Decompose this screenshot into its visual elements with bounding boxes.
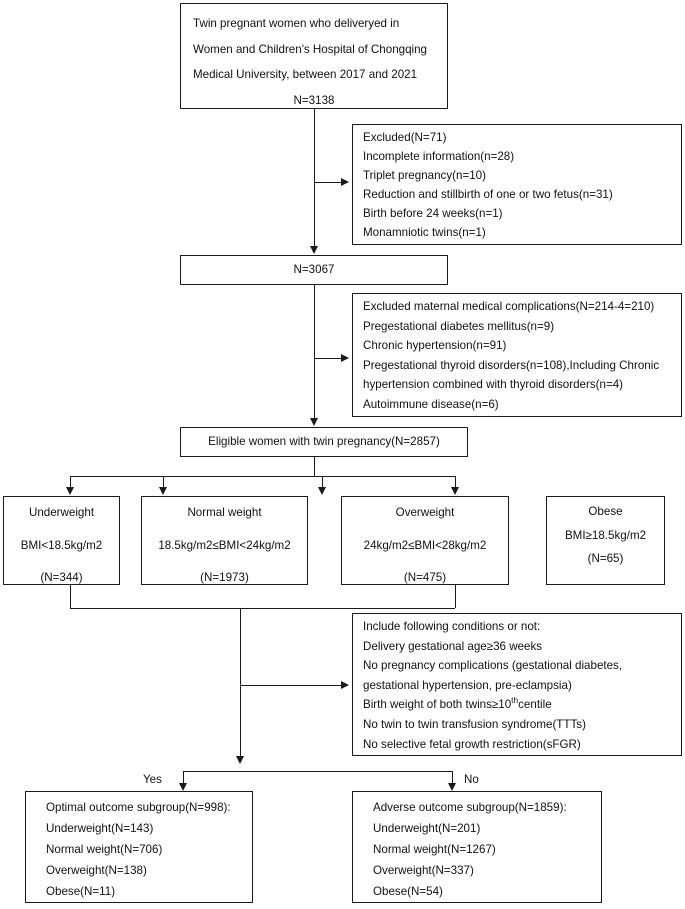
- connector-to-normal-weight: [163, 476, 164, 487]
- conditions-line-5-after: centile: [518, 698, 552, 712]
- connector-bmi-merge-bar: [70, 608, 455, 609]
- conditions-line-3: No pregnancy complications (gestational …: [363, 659, 623, 673]
- adverse-outcome-line-2: Underweight(N=201): [373, 822, 481, 836]
- node-bmi-group-obese: Obese BMI≥18.5kg/m2 (N=65): [546, 496, 665, 585]
- optimal-outcome-line-2: Underweight(N=143): [46, 822, 154, 836]
- node-adverse-outcome: Adverse outcome subgroup(N=1859): Underw…: [352, 791, 602, 903]
- excluded-second-line-5: hypertension combined with thyroid disor…: [363, 378, 624, 392]
- excluded-first-line-5: Birth before 24 weeks(n=1): [363, 207, 503, 221]
- underweight-count: (N=344): [40, 571, 83, 585]
- connector-to-obese: [455, 476, 456, 487]
- arrowhead-to-excluded-first: [341, 177, 349, 186]
- arrowhead-merge-to-split: [236, 756, 244, 764]
- node-after-first-exclusion: N=3067: [180, 255, 448, 285]
- arrowhead-to-underweight: [66, 487, 74, 495]
- eligible-line-1: Eligible women with twin pregnancy(N=285…: [208, 435, 440, 448]
- conditions-line-5: Birth weight of both twins≥10thcentile: [363, 695, 681, 712]
- adverse-outcome-line-3: Normal weight(N=1267): [373, 843, 496, 857]
- arrowhead-to-overweight: [318, 487, 326, 495]
- conditions-line-1: Include following conditions or not:: [363, 620, 541, 633]
- conditions-line-5-before: Birth weight of both twins≥10: [363, 698, 512, 712]
- overweight-count: (N=475): [403, 571, 447, 585]
- adverse-outcome-line-4: Overweight(N=337): [373, 864, 474, 878]
- connector-bmi-distribution-bar: [70, 476, 455, 477]
- conditions-line-4: gestational hypertension, pre-eclampsia): [363, 678, 572, 692]
- normal-weight-name: Normal weight: [187, 506, 262, 519]
- arrowhead-to-conditions-box: [341, 680, 349, 689]
- excluded-second-line-3: Chronic hypertension(n=91): [363, 339, 507, 353]
- arrowhead-n3067-to-eligible: [310, 418, 318, 426]
- node-source-cohort: Twin pregnant women who deliveryed in Wo…: [180, 3, 448, 109]
- overweight-criterion: 24kg/m2≤BMI<28kg/m2: [363, 538, 487, 552]
- connector-to-underweight: [70, 476, 71, 487]
- after-first-exclusion-line-1: N=3067: [293, 263, 335, 276]
- excluded-second-line-1: Excluded maternal medical complications(…: [363, 300, 655, 313]
- optimal-outcome-line-5: Obese(N=11): [46, 885, 116, 899]
- obese-criterion: BMI≥18.5kg/m2: [564, 528, 647, 542]
- node-excluded-second: Excluded maternal medical complications(…: [352, 293, 682, 417]
- connector-obese-down: [455, 585, 456, 608]
- excluded-first-line-6: Monamniotic twins(n=1): [363, 226, 486, 240]
- arrowhead-source-to-n3067: [310, 246, 318, 254]
- underweight-name: Underweight: [28, 506, 95, 519]
- optimal-outcome-line-3: Normal weight(N=706): [46, 843, 163, 857]
- connector-split-to-optimal: [183, 771, 184, 783]
- node-excluded-first: Excluded(N=71) Incomplete information(n=…: [352, 124, 682, 245]
- arrowhead-split-to-adverse: [448, 783, 456, 791]
- conditions-line-6: No twin to twin transfusion syndrome(TTT…: [363, 717, 586, 731]
- arrowhead-to-normal-weight: [159, 487, 167, 495]
- connector-underweight-down: [70, 585, 71, 608]
- connector-to-excluded-first: [314, 182, 342, 183]
- excluded-second-line-4: Pregestational thyroid disorders(n=108),…: [363, 358, 660, 372]
- connector-to-excluded-second: [314, 358, 342, 359]
- edge-label-no: No: [464, 773, 479, 786]
- obese-name: Obese: [588, 505, 623, 518]
- connector-merge-to-conditions: [240, 608, 241, 756]
- excluded-second-line-2: Pregestational diabetes mellitus(n=9): [363, 319, 555, 333]
- edge-label-yes: Yes: [143, 773, 162, 786]
- optimal-outcome-line-4: Overweight(N=138): [46, 864, 147, 878]
- adverse-outcome-line-5: Obese(N=54): [373, 885, 443, 899]
- connector-to-overweight: [322, 476, 323, 487]
- source-cohort-line-3: Medical University, between 2017 and 202…: [193, 68, 418, 82]
- source-cohort-line-4: N=3138: [293, 93, 335, 107]
- obese-count: (N=65): [587, 552, 624, 566]
- arrowhead-split-to-optimal: [179, 783, 187, 791]
- connector-source-to-n3067: [314, 109, 315, 246]
- overweight-name: Overweight: [395, 506, 455, 519]
- excluded-second-line-6: Autoimmune disease(n=6): [363, 397, 499, 411]
- node-optimal-outcome: Optimal outcome subgroup(N=998): Underwe…: [25, 791, 253, 903]
- arrowhead-to-obese: [451, 487, 459, 495]
- excluded-first-line-1: Excluded(N=71): [363, 131, 447, 144]
- connector-eligible-stem: [314, 457, 315, 476]
- underweight-criterion: BMI<18.5kg/m2: [20, 538, 103, 552]
- node-eligible: Eligible women with twin pregnancy(N=285…: [180, 427, 468, 457]
- node-bmi-group-overweight: Overweight 24kg/m2≤BMI<28kg/m2 (N=475): [341, 496, 509, 585]
- excluded-first-line-4: Reduction and stillbirth of one or two f…: [363, 188, 613, 202]
- node-conditions: Include following conditions or not: Del…: [352, 613, 682, 756]
- normal-weight-criterion: 18.5kg/m2≤BMI<24kg/m2: [158, 538, 291, 552]
- conditions-line-5-superscript: th: [511, 695, 519, 706]
- conditions-line-7: No selective fetal growth restriction(sF…: [363, 737, 581, 751]
- node-bmi-group-underweight: Underweight BMI<18.5kg/m2 (N=344): [3, 496, 120, 585]
- node-bmi-group-normal-weight: Normal weight 18.5kg/m2≤BMI<24kg/m2 (N=1…: [141, 496, 308, 585]
- connector-outcome-split-bar: [183, 771, 452, 772]
- adverse-outcome-line-1: Adverse outcome subgroup(N=1859):: [373, 801, 567, 814]
- arrowhead-to-excluded-second: [341, 353, 349, 362]
- excluded-first-line-3: Triplet pregnancy(n=10): [363, 169, 486, 183]
- connector-n3067-to-eligible: [314, 285, 315, 418]
- connector-to-conditions-box: [240, 685, 342, 686]
- source-cohort-line-2: Women and Children's Hospital of Chongqi…: [193, 42, 428, 56]
- normal-weight-count: (N=1973): [200, 571, 249, 585]
- conditions-line-2: Delivery gestational age≥36 weeks: [363, 639, 543, 653]
- source-cohort-line-1: Twin pregnant women who deliveryed in: [193, 17, 400, 30]
- connector-split-to-adverse: [452, 771, 453, 783]
- excluded-first-line-2: Incomplete information(n=28): [363, 150, 515, 164]
- optimal-outcome-line-1: Optimal outcome subgroup(N=998):: [46, 801, 231, 814]
